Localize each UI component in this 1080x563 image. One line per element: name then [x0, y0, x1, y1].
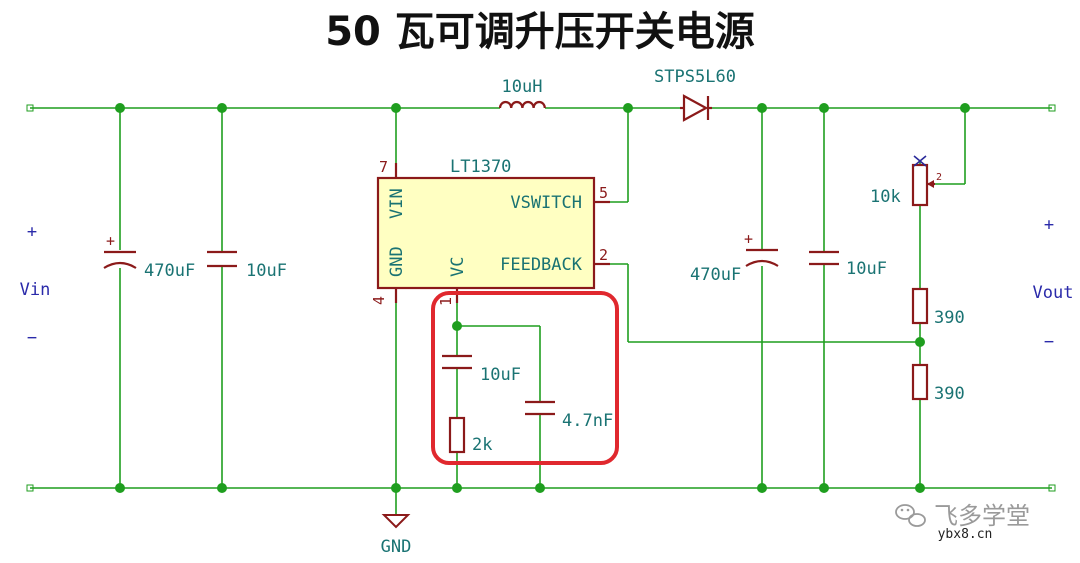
watermark-url: ybx8.cn	[938, 527, 993, 542]
output-electrolytic-label: 470uF	[690, 265, 741, 285]
rail-terminals	[26, 104, 1056, 492]
inductor-l1: 10uH	[498, 77, 546, 109]
input-electrolytic-label: 470uF	[144, 261, 195, 281]
input-electrolytic-capacitor: + 470uF	[103, 232, 195, 281]
output-ceramic-label: 10uF	[846, 259, 887, 279]
wechat-icon	[895, 504, 926, 527]
pin-name-vswitch: VSWITCH	[510, 193, 582, 213]
divider-top-label: 390	[934, 308, 965, 328]
pin-num-feedback: 2	[599, 246, 608, 264]
input-ceramic-capacitor: 10uF	[207, 250, 287, 281]
vout-minus-label: −	[1044, 332, 1054, 352]
pin-num-gnd: 4	[370, 296, 388, 305]
gnd-symbol: GND	[381, 514, 412, 557]
pot-pin-number: 2	[936, 172, 942, 183]
compensation-network: 10uF 2k 4.7nF	[442, 354, 613, 455]
vin-minus-label: −	[27, 328, 37, 348]
pin-num-vc: 1	[437, 297, 455, 306]
gnd-label: GND	[381, 537, 412, 557]
comp-cap2-label: 4.7nF	[562, 411, 613, 431]
pin-name-feedback: FEEDBACK	[500, 255, 583, 275]
diode-label: STPS5L60	[654, 67, 736, 87]
ic-name: LT1370	[450, 157, 511, 177]
pin-name-vc: VC	[448, 257, 468, 277]
output-ceramic-capacitor: 10uF	[809, 250, 887, 279]
comp-cap-label: 10uF	[480, 365, 521, 385]
divider-resistor-bottom: 390	[911, 363, 965, 404]
pin-name-vin: VIN	[387, 188, 407, 219]
input-cap-polarity: +	[106, 232, 115, 250]
page-title: 50 瓦可调升压开关电源	[325, 9, 755, 55]
pin-num-vin: 7	[379, 158, 388, 176]
vin-label: Vin	[20, 280, 51, 300]
vin-plus-label: +	[27, 222, 37, 242]
divider-bottom-label: 390	[934, 384, 965, 404]
inductor-label: 10uH	[502, 77, 543, 97]
pot-label: 10k	[870, 187, 901, 207]
pin-num-vswitch: 5	[599, 184, 608, 202]
diode-d1: STPS5L60	[654, 67, 736, 122]
output-cap-polarity: +	[744, 230, 753, 248]
divider-resistor-top: 390	[911, 287, 965, 328]
pin-name-gnd: GND	[387, 246, 407, 277]
highlight-box	[431, 291, 619, 465]
watermark: 飞多学堂 ybx8.cn	[895, 502, 1030, 542]
output-electrolytic-capacitor: + 470uF	[690, 230, 779, 285]
comp-resistor-label: 2k	[472, 435, 492, 455]
potentiometer-10k: 2 10k	[870, 155, 942, 207]
wires	[30, 107, 1052, 515]
input-ceramic-label: 10uF	[246, 261, 287, 281]
vout-plus-label: +	[1044, 215, 1054, 235]
watermark-text: 飞多学堂	[934, 502, 1030, 530]
ic-lt1370: LT1370 7 4 1 5 2 VIN GND VC VSWITCH FEED…	[370, 157, 610, 306]
junction-dots	[115, 103, 970, 493]
vout-label: Vout	[1033, 283, 1074, 303]
